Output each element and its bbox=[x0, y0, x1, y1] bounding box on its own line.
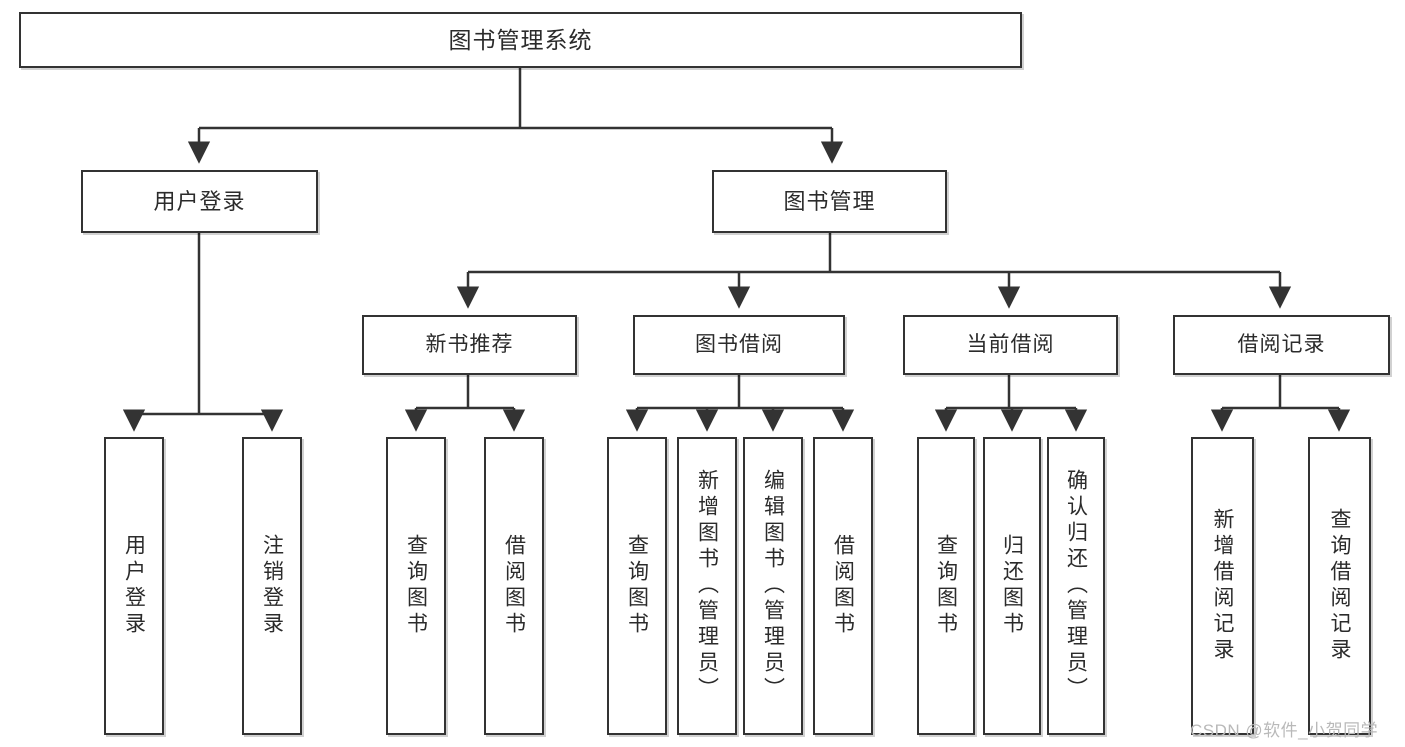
node-leaf-borrow-book-2-label: 借阅图书 bbox=[831, 534, 855, 638]
node-leaf-logout[interactable]: 注销登录 bbox=[242, 437, 302, 735]
node-borrow-record[interactable]: 借阅记录 bbox=[1173, 315, 1390, 375]
node-leaf-query-book-1[interactable]: 查询图书 bbox=[386, 437, 446, 735]
node-leaf-add-book-label: 新增图书（管理员） bbox=[695, 469, 719, 703]
node-leaf-query-book-2-label: 查询图书 bbox=[625, 534, 649, 638]
node-book-manage[interactable]: 图书管理 bbox=[712, 170, 947, 233]
watermark: CSDN @软件_小贺同学 bbox=[1190, 721, 1379, 740]
node-leaf-query-book-1-label: 查询图书 bbox=[404, 534, 428, 638]
node-leaf-return-book[interactable]: 归还图书 bbox=[983, 437, 1041, 735]
node-book-borrow-label: 图书借阅 bbox=[695, 332, 783, 356]
node-leaf-logout-label: 注销登录 bbox=[260, 534, 284, 638]
node-leaf-query-record[interactable]: 查询借阅记录 bbox=[1308, 437, 1371, 735]
node-leaf-edit-book[interactable]: 编辑图书（管理员） bbox=[743, 437, 803, 735]
node-root-label: 图书管理系统 bbox=[448, 26, 593, 53]
node-leaf-borrow-book-1-label: 借阅图书 bbox=[502, 534, 526, 638]
node-leaf-add-book[interactable]: 新增图书（管理员） bbox=[677, 437, 737, 735]
node-leaf-borrow-book-2[interactable]: 借阅图书 bbox=[813, 437, 873, 735]
node-current-borrow[interactable]: 当前借阅 bbox=[903, 315, 1118, 375]
node-book-borrow[interactable]: 图书借阅 bbox=[633, 315, 845, 375]
node-user-login[interactable]: 用户登录 bbox=[81, 170, 318, 233]
node-leaf-return-book-label: 归还图书 bbox=[1000, 534, 1024, 638]
node-leaf-query-book-3-label: 查询图书 bbox=[934, 534, 958, 638]
node-leaf-edit-book-label: 编辑图书（管理员） bbox=[761, 469, 785, 703]
node-leaf-confirm-return[interactable]: 确认归还（管理员） bbox=[1047, 437, 1105, 735]
node-borrow-record-label: 借阅记录 bbox=[1237, 332, 1326, 356]
node-leaf-query-book-3[interactable]: 查询图书 bbox=[917, 437, 975, 735]
node-new-book-rec-label: 新书推荐 bbox=[425, 332, 514, 356]
node-leaf-add-record[interactable]: 新增借阅记录 bbox=[1191, 437, 1254, 735]
node-leaf-confirm-return-label: 确认归还（管理员） bbox=[1064, 469, 1088, 703]
node-user-login-label: 用户登录 bbox=[153, 188, 246, 214]
node-new-book-rec[interactable]: 新书推荐 bbox=[362, 315, 577, 375]
node-leaf-user-login-label: 用户登录 bbox=[122, 534, 146, 638]
node-root[interactable]: 图书管理系统 bbox=[19, 12, 1022, 68]
node-leaf-borrow-book-1[interactable]: 借阅图书 bbox=[484, 437, 544, 735]
node-leaf-add-record-label: 新增借阅记录 bbox=[1211, 508, 1234, 664]
node-leaf-query-book-2[interactable]: 查询图书 bbox=[607, 437, 667, 735]
node-current-borrow-label: 当前借阅 bbox=[966, 332, 1055, 356]
node-book-manage-label: 图书管理 bbox=[783, 188, 876, 214]
node-leaf-query-record-label: 查询借阅记录 bbox=[1328, 508, 1351, 664]
node-leaf-user-login[interactable]: 用户登录 bbox=[104, 437, 164, 735]
